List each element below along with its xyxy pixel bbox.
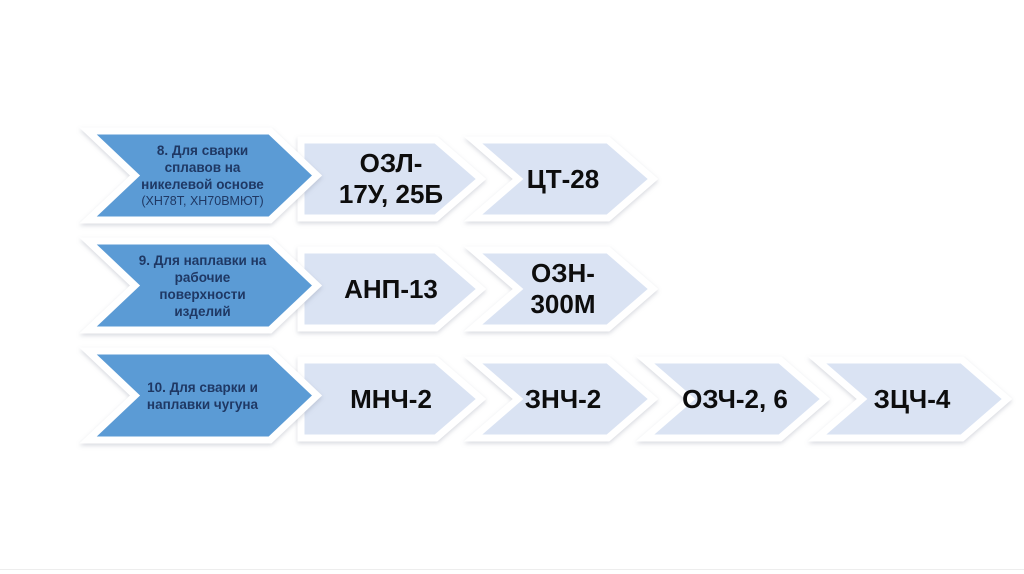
label-line: изделий: [174, 303, 231, 319]
electrode-label: ОЗН- 300М: [470, 247, 656, 331]
label-line: ОЗН-: [531, 258, 595, 288]
chevron-shape: [463, 136, 659, 222]
chevron-shape: [463, 356, 659, 442]
label-line: 10. Для сварки и: [147, 379, 258, 395]
electrode-arrow-ozl-17u-25b: ОЗЛ- 17У, 25Б: [297, 136, 487, 222]
electrode-label: АНП-13: [298, 247, 484, 331]
category-arrow-10: 10. Для сварки и наплавки чугуна: [79, 347, 323, 444]
label-line: АНП-13: [344, 273, 438, 304]
category-label: 9. Для наплавки на рабочие поверхности и…: [85, 238, 320, 333]
chevron-shape: [807, 356, 1013, 442]
label-line: 8. Для сварки: [156, 142, 249, 158]
electrode-arrow-znch-2: ЗНЧ-2: [463, 356, 659, 442]
category-arrow-9: 9. Для наплавки на рабочие поверхности и…: [79, 237, 323, 334]
electrode-label: ЗЦЧ-4: [814, 357, 1010, 441]
chevron-shape: [79, 127, 323, 224]
chevron-shape: [79, 347, 323, 444]
electrode-arrow-anp-13: АНП-13: [297, 246, 487, 332]
label-line: ОЗЛ-: [359, 148, 423, 178]
electrode-arrow-ozch-2-6: ОЗЧ-2, 6: [635, 356, 831, 442]
chevron-shape: [635, 356, 831, 442]
label-line: рабочие: [174, 269, 231, 285]
label-line: ЦТ-28: [526, 163, 600, 194]
electrode-label: ОЗЧ-2, 6: [642, 357, 828, 441]
label-line: МНЧ-2: [350, 383, 432, 414]
label-line: наплавки чугуна: [146, 396, 259, 412]
electrode-arrow-zcch-4: ЗЦЧ-4: [807, 356, 1013, 442]
pentagon-arrow-shape: [297, 246, 487, 332]
electrode-arrow-ozn-300m: ОЗН- 300М: [463, 246, 659, 332]
category-label: 10. Для сварки и наплавки чугуна: [85, 348, 320, 443]
label-line: ЗНЧ-2: [524, 383, 602, 414]
category-note: (ХН78Т, ХН70ВМЮТ): [141, 193, 264, 208]
electrode-label: ОЗЛ- 17У, 25Б: [298, 137, 484, 221]
electrode-label: ЦТ-28: [470, 137, 656, 221]
pentagon-arrow-shape: [297, 136, 487, 222]
pentagon-arrow-shape: [297, 356, 487, 442]
label-line: сплавов на: [164, 159, 241, 175]
category-arrow-8: 8. Для сварки сплавов на никелевой основ…: [79, 127, 323, 224]
label-line: 300М: [530, 289, 596, 319]
label-line: никелевой основе: [141, 176, 264, 192]
chevron-shape: [79, 237, 323, 334]
category-label: 8. Для сварки сплавов на никелевой основ…: [85, 128, 320, 223]
label-line: 9. Для наплавки на: [138, 252, 267, 268]
electrode-arrow-ct-28: ЦТ-28: [463, 136, 659, 222]
electrode-label: МНЧ-2: [298, 357, 484, 441]
label-line: ОЗЧ-2, 6: [682, 383, 788, 414]
label-line: поверхности: [159, 286, 246, 302]
chevron-shape: [463, 246, 659, 332]
label-line: 17У, 25Б: [338, 179, 444, 209]
slide-bottom-divider: [0, 569, 1024, 570]
electrode-label: ЗНЧ-2: [470, 357, 656, 441]
electrode-arrow-mnch-2: МНЧ-2: [297, 356, 487, 442]
label-line: ЗЦЧ-4: [873, 383, 951, 414]
